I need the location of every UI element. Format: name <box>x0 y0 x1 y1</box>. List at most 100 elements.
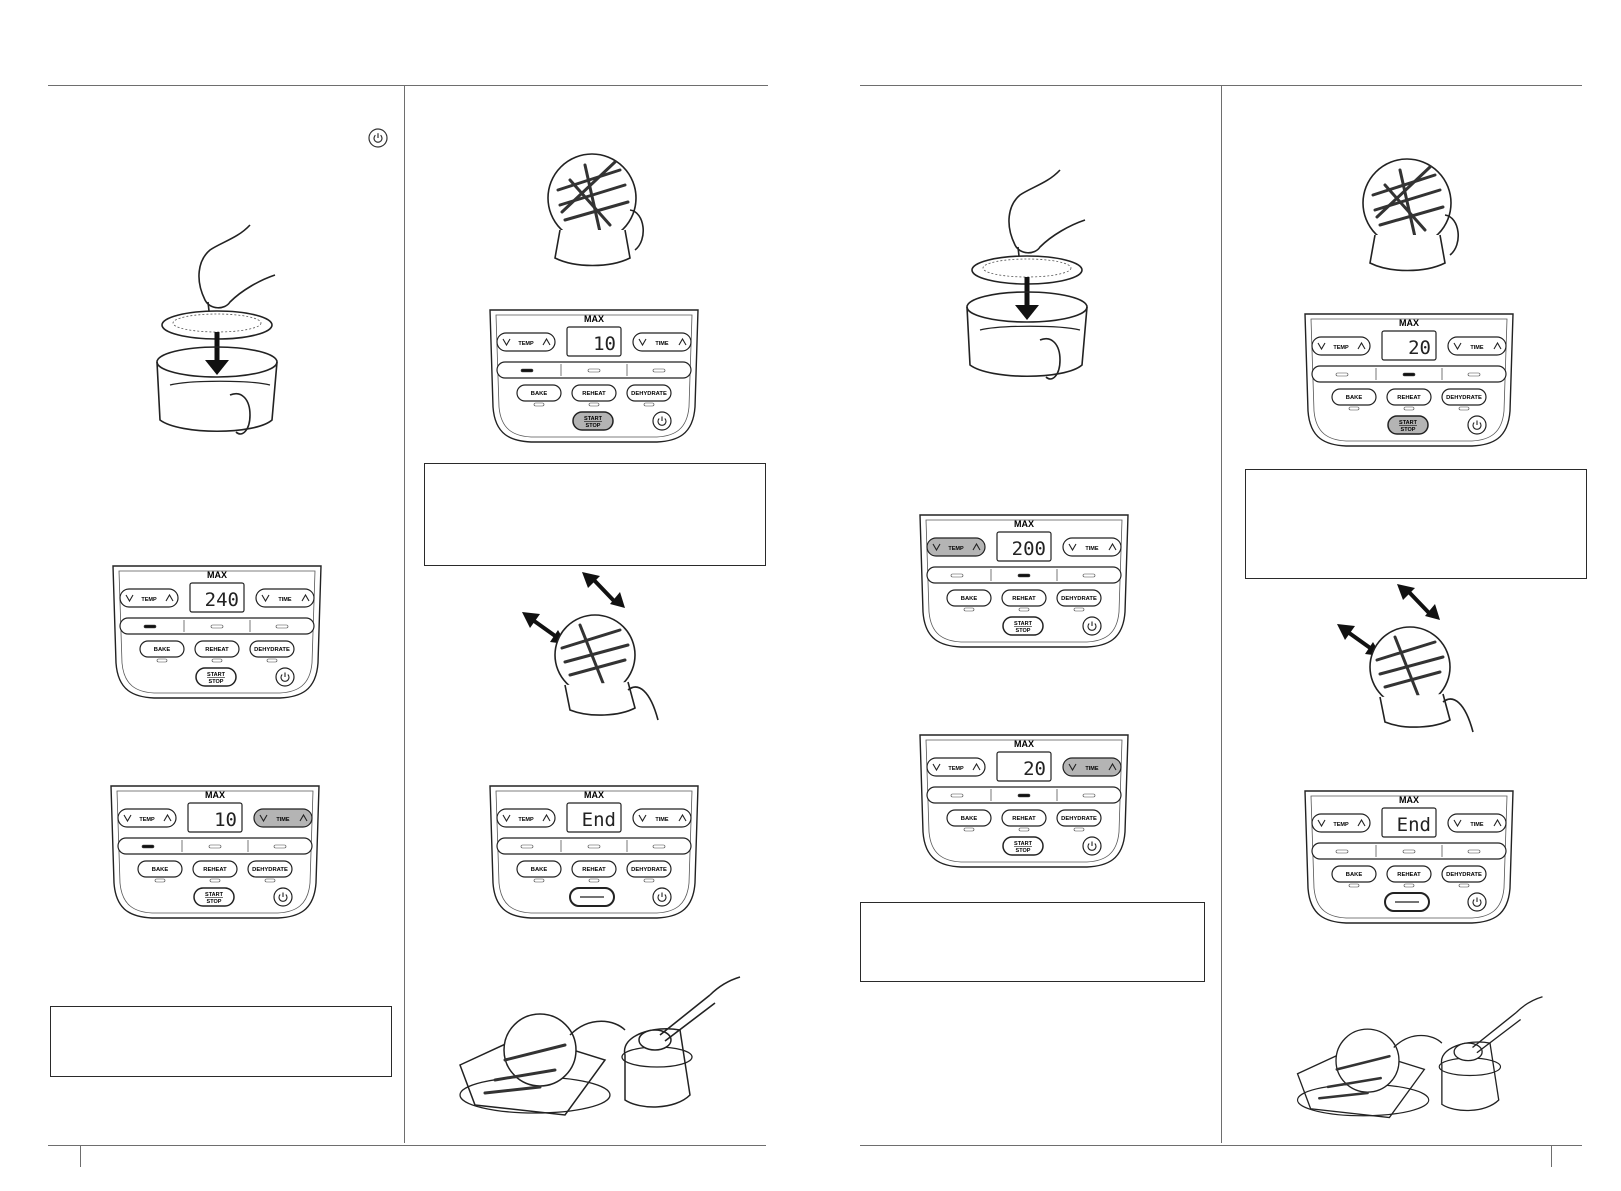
bake-button[interactable]: BAKE <box>1331 388 1377 406</box>
power-button[interactable] <box>1082 616 1102 636</box>
chevron-up-icon <box>542 337 551 346</box>
reheat-button[interactable]: REHEAT <box>1386 865 1432 883</box>
reheat-button[interactable]: REHEAT <box>1001 809 1047 827</box>
chevron-up-icon <box>542 813 551 822</box>
temp-button[interactable]: TEMP <box>117 808 177 828</box>
indicator-light <box>208 844 222 849</box>
dehydrate-button[interactable]: DEHYDRATE <box>1441 388 1487 406</box>
power-icon <box>657 418 667 426</box>
chevron-down-icon <box>1453 819 1462 828</box>
dehydrate-button[interactable]: DEHYDRATE <box>1056 589 1102 607</box>
power-button[interactable] <box>1082 836 1102 856</box>
time-button[interactable]: TIME <box>1447 336 1507 356</box>
mode-label: BAKE <box>154 647 171 653</box>
temp-button[interactable]: TEMP <box>119 588 179 608</box>
indicator-light <box>652 368 666 373</box>
start-label: START <box>1014 841 1033 847</box>
time-button[interactable]: TIME <box>1062 537 1122 557</box>
temp-button[interactable]: TEMP <box>496 332 556 352</box>
chevron-down-icon <box>502 338 511 347</box>
start-label: START <box>1399 420 1418 426</box>
mode-label: DEHYDRATE <box>631 867 667 873</box>
display-window <box>996 531 1052 562</box>
basket-with-fries-illustration-2 <box>1362 158 1459 272</box>
display-value: 10 <box>593 333 616 355</box>
dehydrate-button[interactable]: DEHYDRATE <box>626 384 672 402</box>
power-button[interactable] <box>1467 415 1487 435</box>
display-window <box>566 326 622 357</box>
time-button[interactable]: TIME <box>255 588 315 608</box>
bake-button[interactable]: BAKE <box>139 640 185 658</box>
power-button[interactable] <box>275 667 295 687</box>
end-button[interactable] <box>1384 892 1430 912</box>
crisper-plate-insert-illustration <box>156 224 278 435</box>
power-button[interactable] <box>273 887 293 907</box>
bake-button[interactable]: BAKE <box>137 860 183 878</box>
dehydrate-button[interactable]: DEHYDRATE <box>626 860 672 878</box>
chevron-up-icon <box>972 762 981 771</box>
chevron-up-icon <box>1108 542 1117 551</box>
time-label: TIME <box>1085 766 1098 772</box>
note-box-2 <box>50 1006 392 1077</box>
bake-button[interactable]: BAKE <box>946 809 992 827</box>
time-button[interactable]: TIME <box>632 808 692 828</box>
mode-label: BAKE <box>961 816 978 822</box>
temp-button[interactable]: TEMP <box>1311 336 1371 356</box>
power-button[interactable] <box>652 411 672 431</box>
time-button[interactable]: TIME <box>1447 813 1507 833</box>
dehydrate-button[interactable]: DEHYDRATE <box>1441 865 1487 883</box>
reheat-button[interactable]: REHEAT <box>571 384 617 402</box>
bake-button[interactable]: BAKE <box>946 589 992 607</box>
temp-button[interactable]: TEMP <box>926 537 986 557</box>
dehydrate-button[interactable]: DEHYDRATE <box>247 860 293 878</box>
reheat-button[interactable]: REHEAT <box>192 860 238 878</box>
mode-label: BAKE <box>152 867 169 873</box>
power-button[interactable] <box>652 887 672 907</box>
display-value: 10 <box>214 809 237 831</box>
chevron-up-icon <box>299 813 308 822</box>
reheat-button[interactable]: REHEAT <box>1386 388 1432 406</box>
power-button[interactable] <box>1467 892 1487 912</box>
bake-button[interactable]: BAKE <box>516 384 562 402</box>
chevron-up-icon <box>1357 818 1366 827</box>
time-button[interactable]: TIME <box>1062 757 1122 777</box>
reheat-button[interactable]: REHEAT <box>1001 589 1047 607</box>
reheat-button[interactable]: REHEAT <box>194 640 240 658</box>
display-window <box>1381 807 1437 838</box>
shake-basket-illustration <box>522 572 659 721</box>
indicator-light <box>950 793 964 798</box>
indicator-light <box>520 368 534 373</box>
temp-label: TEMP <box>948 766 964 772</box>
dehydrate-button[interactable]: DEHYDRATE <box>1056 809 1102 827</box>
indicator-light <box>1402 849 1416 854</box>
chevron-up-icon <box>165 593 174 602</box>
power-icon <box>1472 899 1482 907</box>
dehydrate-button[interactable]: DEHYDRATE <box>249 640 295 658</box>
footer-rule-right <box>860 1145 1582 1146</box>
time-button[interactable]: TIME <box>632 332 692 352</box>
indicator-light <box>1467 372 1481 377</box>
max-label: MAX <box>205 790 225 800</box>
bake-button[interactable]: BAKE <box>1331 865 1377 883</box>
bake-button[interactable]: BAKE <box>516 860 562 878</box>
temp-button[interactable]: TEMP <box>926 757 986 777</box>
end-button[interactable] <box>569 887 615 907</box>
temp-button[interactable]: TEMP <box>496 808 556 828</box>
temp-button[interactable]: TEMP <box>1311 813 1371 833</box>
reheat-button[interactable]: REHEAT <box>571 860 617 878</box>
indicator-light <box>273 844 287 849</box>
time-button[interactable]: TIME <box>253 808 313 828</box>
